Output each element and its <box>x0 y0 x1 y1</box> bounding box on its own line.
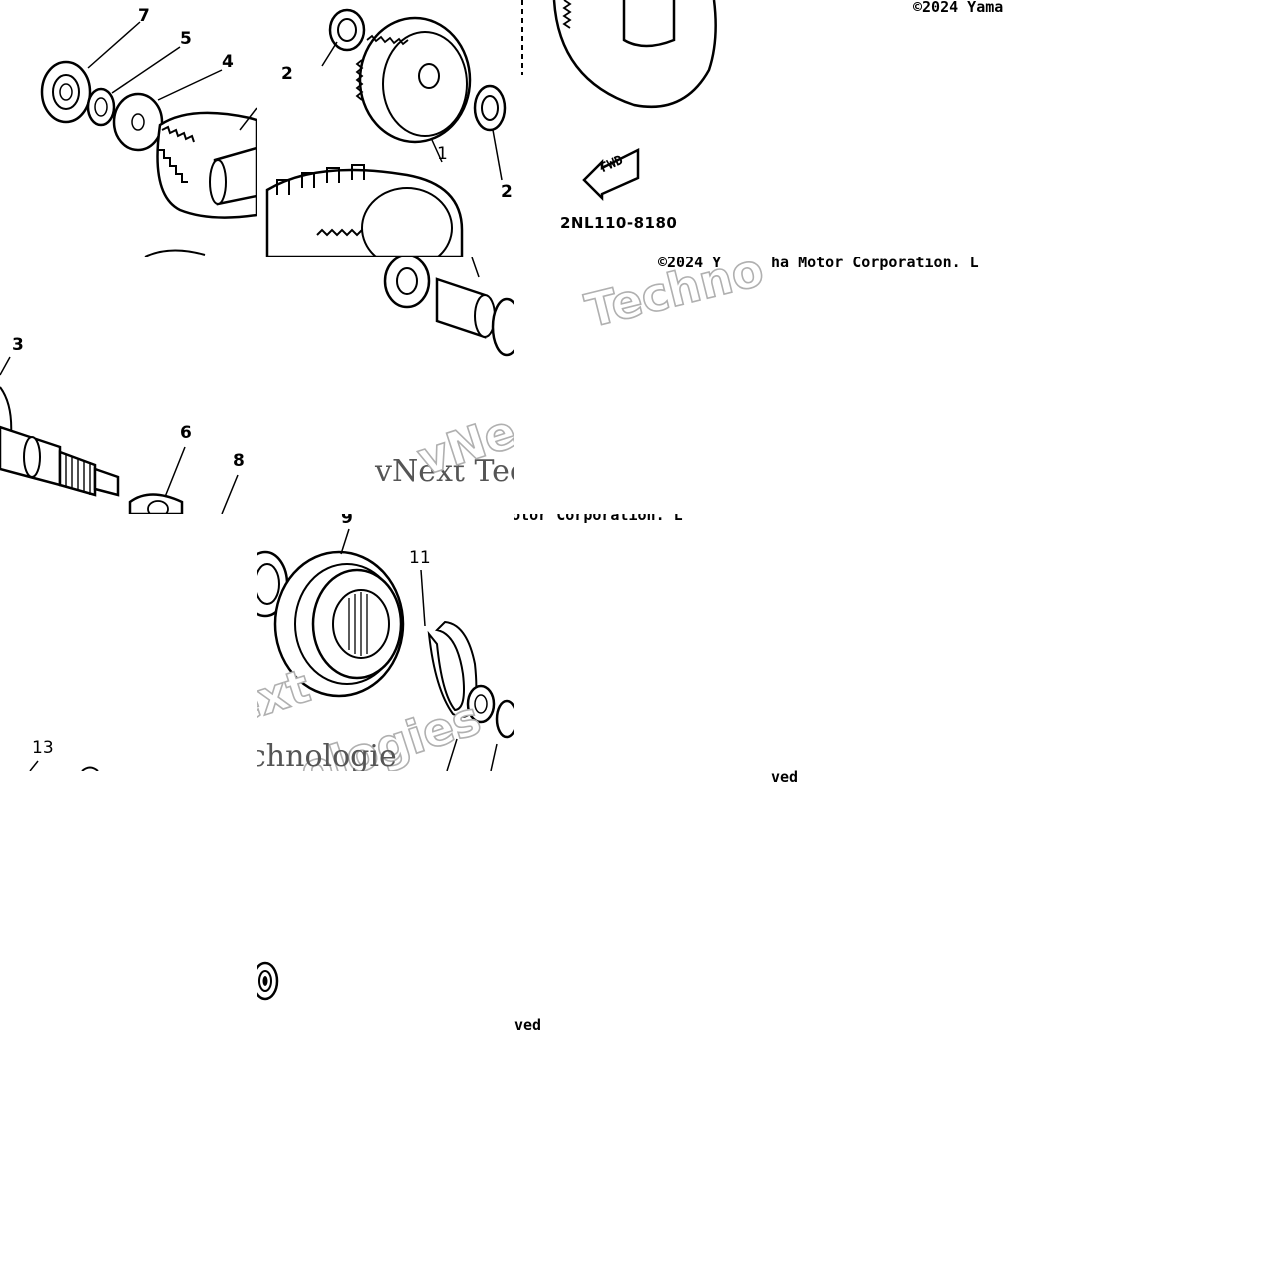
callout-9: 9 <box>341 514 353 528</box>
copyright-top-right: ©2024 Yama <box>913 0 1004 16</box>
copyright-mid-a: ©2024 Y <box>658 257 722 271</box>
callout-1: 1 <box>437 144 448 164</box>
copyright-tile-top: ©2024 Yama <box>771 0 1028 257</box>
callout-13: 13 <box>32 738 54 758</box>
pulley-drawing <box>257 528 514 771</box>
bearings-drawing <box>383 257 514 357</box>
callout-8: 8 <box>233 451 245 471</box>
copyright-tile-bottom: ved <box>514 1018 771 1038</box>
fwd-arrow-icon <box>582 147 640 202</box>
callout-7: 7 <box>138 6 150 26</box>
fwd-gear-drawing <box>521 0 717 202</box>
callout-5: 5 <box>180 29 192 49</box>
callout-2-right: 2 <box>501 182 513 202</box>
copyright-lower-right: ved <box>771 768 799 786</box>
copyright-mid-b: ha Motor Corporation. L <box>771 257 979 271</box>
copyright-mid-center: a Motor Corporation. L <box>514 514 683 524</box>
big-gear-drawing <box>265 8 507 257</box>
shaft-drawing <box>0 356 239 514</box>
lower-left-drawing <box>29 760 99 771</box>
copyright-tile-lower: ved <box>771 760 1028 790</box>
part-number: 2NL110-8180 <box>560 214 678 232</box>
copyright-tile-center: a Motor Corporation. L <box>514 514 771 534</box>
diagram-tile-gear-stack: 7 5 4 <box>0 0 257 257</box>
watermark-outline-top: Techno <box>579 257 769 339</box>
callout-3: 3 <box>12 335 24 355</box>
copyright-tile-mid-right: ha Motor Corporation. L <box>771 257 1028 514</box>
copyright-tile-mid: ©2024 Y Techno <box>514 257 771 514</box>
diagram-tile-nut <box>257 771 514 1028</box>
callout-11: 11 <box>409 548 431 568</box>
copyright-bottom-center: ved <box>514 1018 542 1034</box>
diagram-tile-big-gear: 2 2 1 <box>257 0 514 257</box>
diagram-tile-bearings: vNext Tec vNe <box>257 257 514 514</box>
watermark-serif-mid: vNext Tec <box>375 454 514 489</box>
gear-stack-drawing <box>40 21 257 257</box>
diagram-tile-fwd-marker: FWD 2NL110-8180 <box>514 0 771 257</box>
watermark-serif-lower: chnologie <box>257 739 397 772</box>
diagram-tile-lower-left: 13 <box>0 514 257 771</box>
diagram-tile-pulley: 9 11 ext ologies chnologie <box>257 514 514 771</box>
callout-2-top: 2 <box>281 64 293 84</box>
callout-6: 6 <box>180 423 192 443</box>
callout-4: 4 <box>222 52 234 72</box>
nut-drawing <box>257 961 279 1001</box>
diagram-tile-shaft: 3 6 8 <box>0 257 257 514</box>
